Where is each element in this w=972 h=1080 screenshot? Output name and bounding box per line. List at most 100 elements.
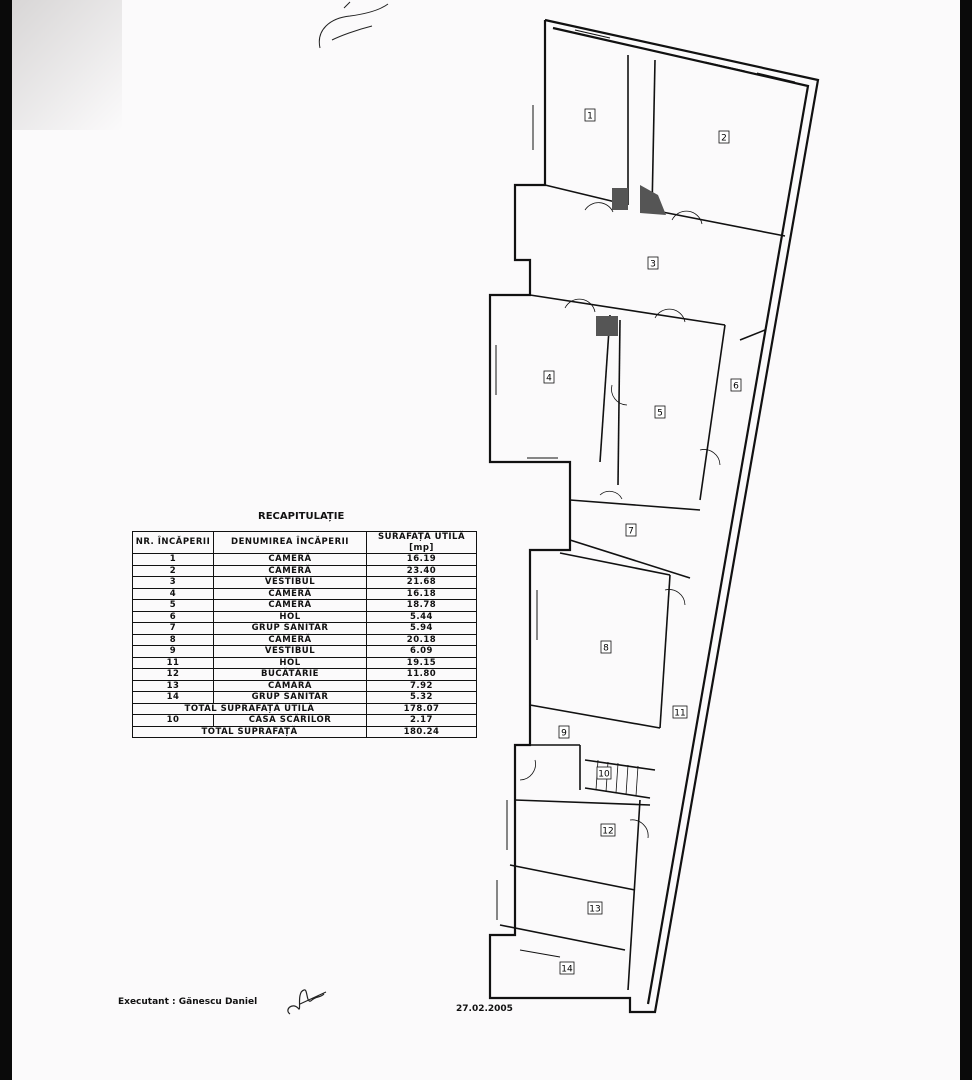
handwritten-note bbox=[318, 1, 389, 49]
cell-area: 6.09 bbox=[366, 645, 477, 658]
cell-nr: 8 bbox=[132, 633, 214, 646]
outer-walls bbox=[488, 18, 820, 1014]
room-number: 3 bbox=[650, 260, 656, 270]
cell-name: CAMERĂ bbox=[213, 564, 367, 577]
executant: Executant : Gănescu Daniel bbox=[118, 997, 258, 1007]
cell-nr: 2 bbox=[132, 564, 214, 577]
chimneys bbox=[596, 185, 666, 336]
header-name: DENUMIREA ÎNCĂPERII bbox=[213, 531, 367, 554]
cell-nr: 9 bbox=[132, 645, 214, 658]
cell-nr: 13 bbox=[132, 679, 214, 692]
room-label-7: 7 bbox=[625, 523, 637, 537]
cell-nr: 5 bbox=[132, 599, 214, 612]
cell-name: CAMERĂ bbox=[213, 587, 367, 600]
room-number: 4 bbox=[546, 374, 552, 384]
total-value: 180.24 bbox=[366, 725, 477, 738]
cell-name: CAMERĂ bbox=[213, 553, 367, 566]
cell-nr: 4 bbox=[132, 587, 214, 600]
room-label-2: 2 bbox=[718, 130, 730, 144]
room-number: 1 bbox=[587, 112, 593, 122]
cell-area: 19.15 bbox=[366, 656, 477, 669]
header-nr: NR. ÎNCĂPERII bbox=[132, 531, 214, 554]
room-label-box bbox=[543, 370, 555, 384]
cell-area: 5.44 bbox=[366, 610, 477, 623]
recap-title: RECAPITULAȚIE bbox=[258, 511, 345, 522]
cell-name: CĂMARA bbox=[213, 679, 367, 692]
room-label-box bbox=[558, 725, 570, 739]
cell-name: HOL bbox=[213, 610, 367, 623]
room-label-box bbox=[718, 130, 730, 144]
room-label-9: 9 bbox=[558, 725, 570, 739]
table-header: NR. ÎNCĂPERII DENUMIREA ÎNCĂPERII SURAFA… bbox=[132, 531, 477, 554]
room-label-8: 8 bbox=[600, 640, 612, 654]
cell-area: 16.18 bbox=[366, 587, 477, 600]
signature bbox=[287, 989, 327, 1015]
room-label-box bbox=[600, 640, 612, 654]
room-number: 7 bbox=[628, 527, 634, 537]
scan-edge-left bbox=[0, 0, 12, 1080]
room-label-box bbox=[647, 256, 659, 270]
cell-nr: 12 bbox=[132, 668, 214, 681]
cell-nr: 1 bbox=[132, 553, 214, 566]
room-number: 6 bbox=[733, 382, 739, 392]
cell-name: GRUP SANITAR bbox=[213, 691, 367, 704]
room-label-box bbox=[559, 961, 575, 975]
room-label-4: 4 bbox=[543, 370, 555, 384]
scan-shadow bbox=[12, 0, 122, 130]
room-label-box bbox=[625, 523, 637, 537]
header-area: SURAFAȚA UTILĂ [mp] bbox=[366, 531, 477, 554]
cell-area: 21.68 bbox=[366, 576, 477, 589]
cell-area: 16.19 bbox=[366, 553, 477, 566]
cell-name: VESTIBUL bbox=[213, 576, 367, 589]
cell-name: BUCĂTĂRIE bbox=[213, 668, 367, 681]
room-label-5: 5 bbox=[654, 405, 666, 419]
room-label-3: 3 bbox=[647, 256, 659, 270]
room-number: 11 bbox=[674, 709, 685, 719]
total-label: TOTAL SUPRAFAȚĂ bbox=[132, 725, 367, 738]
room-number: 12 bbox=[602, 827, 613, 837]
cell-nr: 14 bbox=[132, 691, 214, 704]
room-label-6: 6 bbox=[730, 378, 742, 392]
room-number: 14 bbox=[561, 965, 573, 975]
cell-nr: 3 bbox=[132, 576, 214, 589]
room-number: 13 bbox=[589, 905, 600, 915]
room-label-10: 10 bbox=[596, 766, 612, 780]
room-label-box bbox=[654, 405, 666, 419]
cell-nr: 10 bbox=[132, 714, 214, 727]
cell-area: 2.17 bbox=[366, 714, 477, 727]
room-label-13: 13 bbox=[587, 901, 603, 915]
cell-name: VESTIBUL bbox=[213, 645, 367, 658]
cell-nr: 11 bbox=[132, 656, 214, 669]
cell-area: 18.78 bbox=[366, 599, 477, 612]
cell-area: 11.80 bbox=[366, 668, 477, 681]
room-number: 2 bbox=[721, 134, 727, 144]
room-label-14: 14 bbox=[559, 961, 575, 975]
room-label-11: 11 bbox=[672, 705, 688, 719]
total-useful-label: TOTAL SUPRAFAȚĂ UTILĂ bbox=[132, 702, 367, 715]
cell-name: CAMERĂ bbox=[213, 633, 367, 646]
windows bbox=[495, 29, 796, 958]
room-number: 8 bbox=[603, 644, 609, 654]
room-label-box bbox=[584, 108, 596, 122]
cell-name: CAMERĂ bbox=[213, 599, 367, 612]
cell-area: 23.40 bbox=[366, 564, 477, 577]
room-number: 9 bbox=[561, 729, 567, 739]
room-label-box bbox=[730, 378, 742, 392]
recap-table: NR. ÎNCĂPERII DENUMIREA ÎNCĂPERII SURAFA… bbox=[132, 531, 477, 738]
total-useful-value: 178.07 bbox=[366, 702, 477, 715]
room-number: 10 bbox=[598, 770, 610, 780]
cell-area: 5.32 bbox=[366, 691, 477, 704]
room-label-box bbox=[600, 823, 616, 837]
room-number: 5 bbox=[657, 409, 663, 419]
